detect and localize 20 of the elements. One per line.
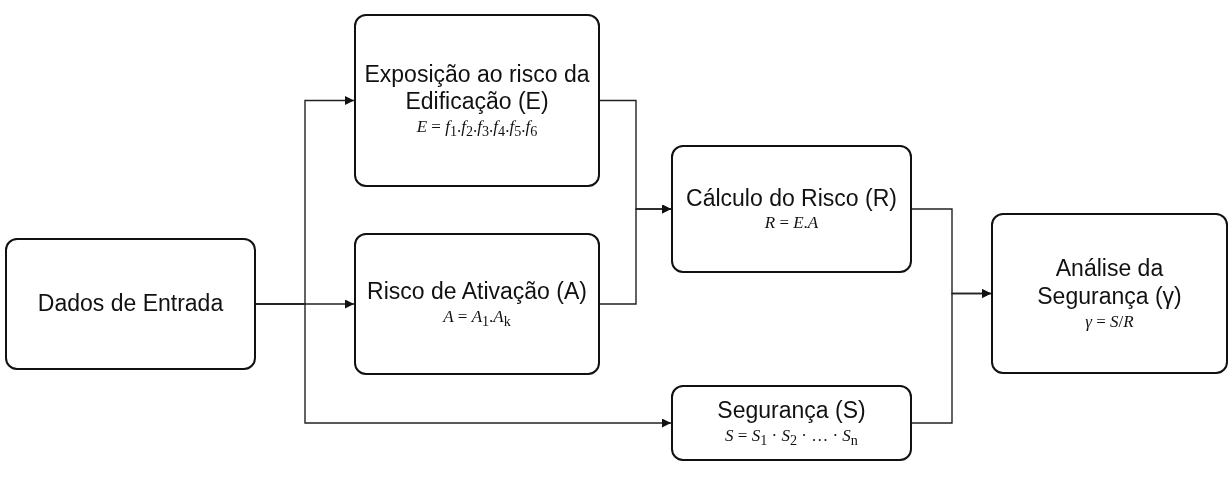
process-box	[5, 238, 256, 370]
arrow	[911, 289, 992, 424]
process-box	[671, 145, 912, 273]
formula: S = S$_{1}$ · S$_{2}$ · … · S$_{n}$	[725, 425, 858, 449]
formula: E = f$_{1}$.f$_{2}$.f$_{3}$.f$_{4}$.f$_{5}$.f$_{6}$	[416, 116, 538, 141]
formula: γ = S/R	[1085, 311, 1134, 332]
box-title: Exposição ao risco da Edificação (E)	[364, 60, 590, 116]
box-title: Dados de Entrada	[37, 290, 224, 318]
box-title: Análise da Segurança (γ)	[1036, 255, 1183, 311]
formula: R = E.A	[764, 213, 819, 234]
process-box	[991, 213, 1228, 374]
formula: A = A$_{1}$.A$_{k}$	[443, 306, 511, 330]
arrow	[599, 204, 672, 305]
box-title: Cálculo do Risco (R)	[686, 184, 897, 213]
process-box	[671, 385, 912, 461]
box-title: Risco de Ativação (A)	[367, 278, 587, 306]
arrow	[255, 303, 672, 428]
process-box	[354, 233, 600, 375]
process-box	[354, 14, 600, 187]
box-title: Segurança (S)	[717, 397, 866, 425]
